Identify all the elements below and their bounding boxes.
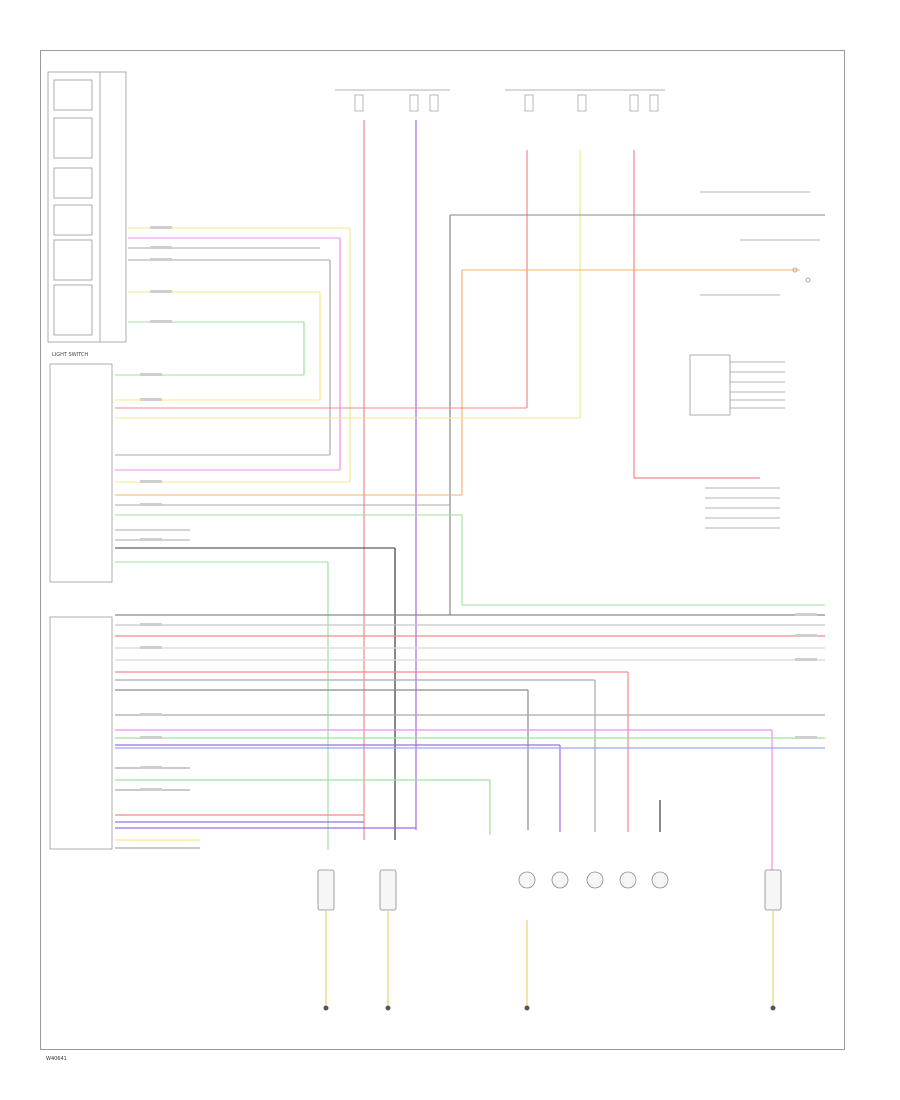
ground-symbols [323,1005,776,1011]
control-module-lower [49,616,113,850]
lamps [317,869,782,911]
wire-labels [140,226,817,791]
vertical-wires [303,120,773,885]
diagram-frame [40,50,845,1050]
light-switch-caption: LIGHT SWITCH [52,352,88,358]
fuse-group-left [335,89,450,112]
right-switches [700,191,820,529]
horizontal-wires-upper [115,214,825,606]
horizontal-wires-lower [115,614,825,849]
fuse-panel-box [689,354,731,416]
light-switch-module [47,71,127,343]
fuse-group-right [505,89,665,112]
page-reference: W40641 [46,1056,67,1062]
control-module-upper [49,363,113,583]
ground-wires [325,910,774,1005]
